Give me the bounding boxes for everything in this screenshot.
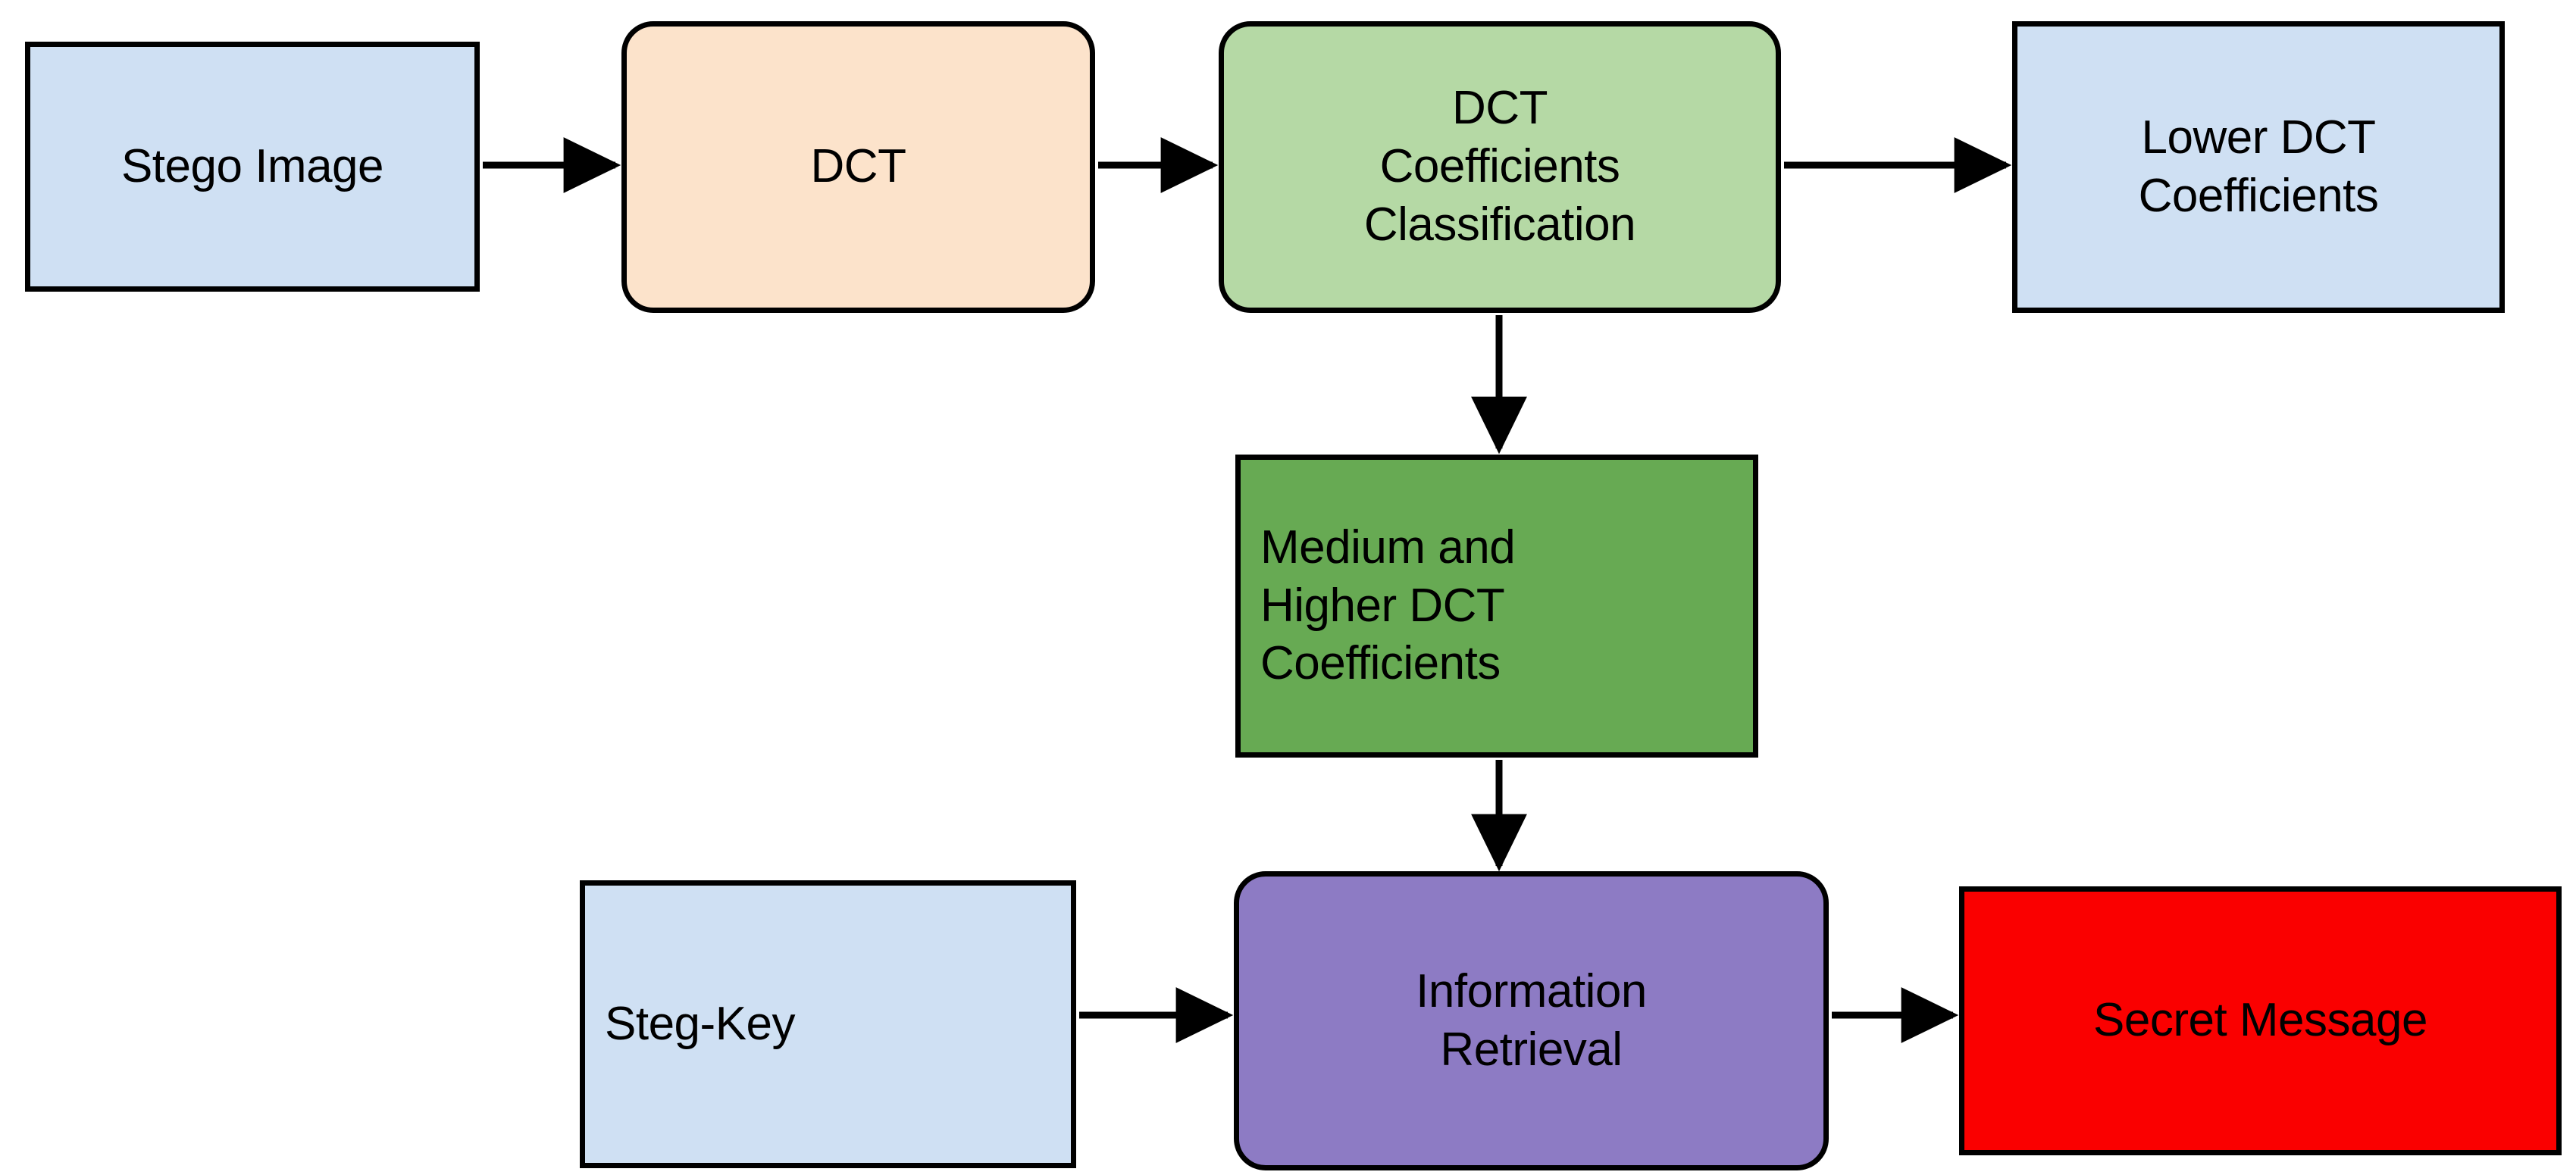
node-stego-image[interactable]: Stego Image [25, 42, 480, 292]
node-stego-image-label: Stego Image [121, 139, 384, 192]
node-medium-and-higher-dct-coefficients-label: Medium and Higher DCT Coefficients [1260, 520, 1516, 690]
node-lower-dct-coefficients[interactable]: Lower DCT Coefficients [2012, 21, 2505, 313]
node-medium-and-higher-dct-coefficients[interactable]: Medium and Higher DCT Coefficients [1235, 455, 1758, 758]
node-secret-message-label: Secret Message [2093, 994, 2428, 1047]
node-secret-message[interactable]: Secret Message [1959, 886, 2562, 1155]
node-lower-dct-coefficients-label: Lower DCT Coefficients [2138, 111, 2379, 222]
node-dct-coefficients-classification-label: DCT Coefficients Classification [1363, 82, 1636, 251]
node-information-retrieval[interactable]: Information Retrieval [1234, 871, 1829, 1170]
node-steg-key-label: Steg-Key [605, 997, 796, 1050]
node-dct-coefficients-classification[interactable]: DCT Coefficients Classification [1219, 21, 1781, 313]
node-dct[interactable]: DCT [621, 21, 1095, 313]
node-information-retrieval-label: Information Retrieval [1416, 964, 1647, 1076]
node-dct-label: DCT [810, 140, 906, 193]
node-steg-key[interactable]: Steg-Key [580, 880, 1076, 1168]
